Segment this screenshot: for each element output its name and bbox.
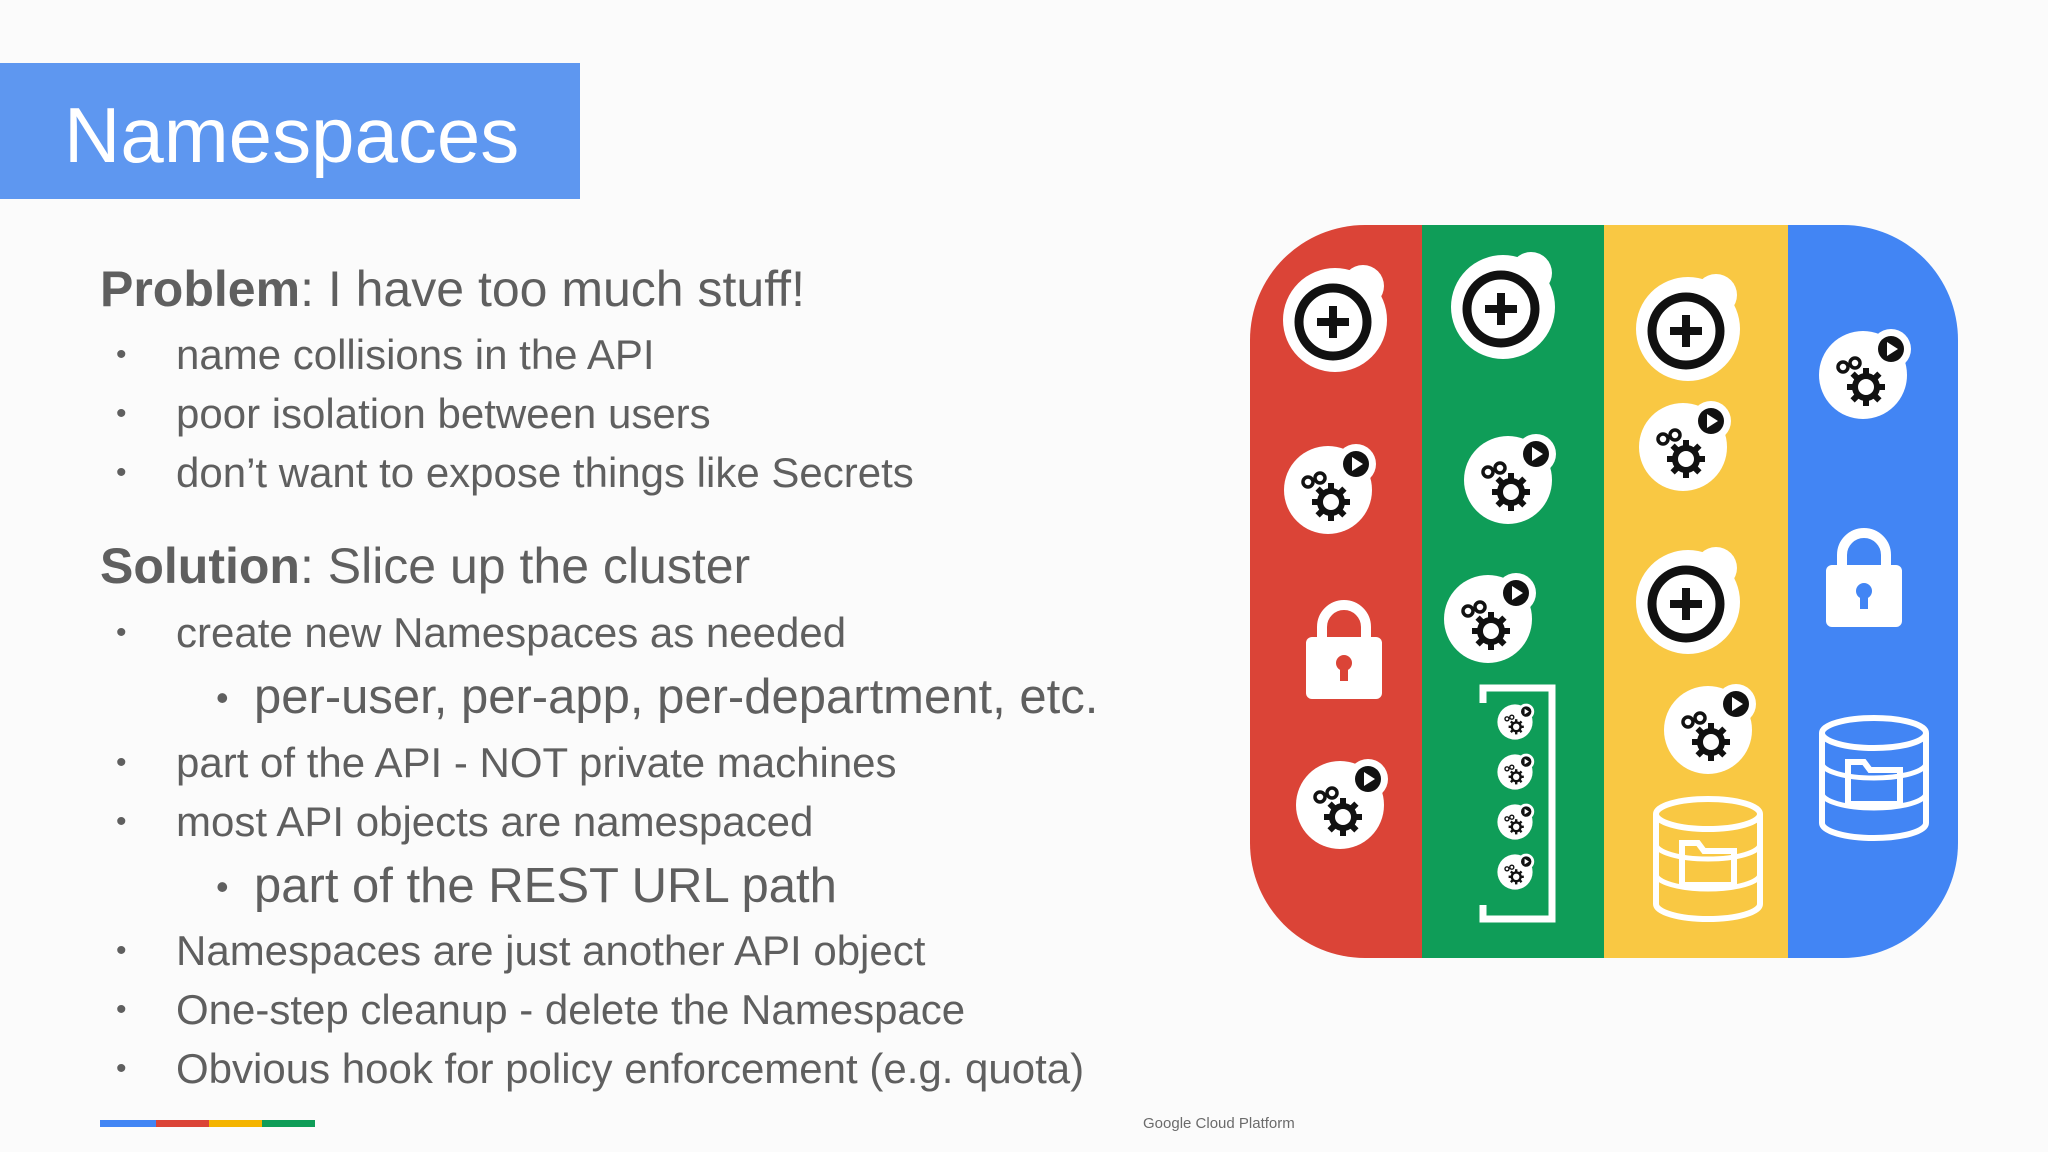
bullet-dot: • [116, 993, 127, 1026]
bullet-text: most API objects are namespaced [176, 798, 814, 845]
bullet-text: per-user, per-app, per-department, etc. [254, 670, 1099, 724]
solution-heading: Solution: Slice up the cluster [100, 541, 750, 591]
solution-label: Solution [100, 538, 300, 594]
bullet-dot: • [116, 456, 127, 489]
namespaces-illustration [1250, 225, 1958, 958]
bullet-text: Namespaces are just another API object [176, 927, 926, 974]
problem-text: : I have too much stuff! [300, 261, 805, 317]
problem-label: Problem [100, 261, 301, 317]
title-banner: Namespaces [0, 63, 580, 199]
bullet-text: poor isolation between users [176, 390, 711, 437]
brand-bar-blue [100, 1120, 156, 1127]
brand-bar-green [262, 1120, 315, 1127]
slide-title: Namespaces [64, 91, 520, 179]
brand-bar-red [156, 1120, 209, 1127]
bullet-dot: • [116, 805, 127, 838]
bullet-text: One-step cleanup - delete the Namespace [176, 986, 966, 1033]
bullet-dot: • [116, 616, 127, 649]
bullet-dot: • [116, 934, 127, 967]
bullet-text: create new Namespaces as needed [176, 609, 847, 656]
brand-bar-yellow [209, 1120, 262, 1127]
bullet-text: part of the REST URL path [254, 859, 837, 913]
bullet-dot: • [116, 338, 127, 371]
bullet-dot: • [216, 866, 229, 907]
solution-text: : Slice up the cluster [299, 538, 751, 594]
bullet-dot: • [116, 397, 127, 430]
bullet-dot: • [216, 677, 229, 718]
bullet-text: part of the API - NOT private machines [176, 739, 897, 786]
bullet-text: Obvious hook for policy enforcement (e.g… [176, 1045, 1085, 1092]
pod-group-icon [1479, 684, 1556, 923]
problem-heading: Problem: I have too much stuff! [100, 264, 805, 314]
bullet-dot: • [116, 1052, 127, 1085]
bullet-dot: • [116, 746, 127, 779]
bullet-text: name collisions in the API [176, 331, 655, 378]
footer-brand: Google Cloud Platform [1143, 1115, 1295, 1132]
bullet-text: don’t want to expose things like Secrets [176, 449, 914, 496]
